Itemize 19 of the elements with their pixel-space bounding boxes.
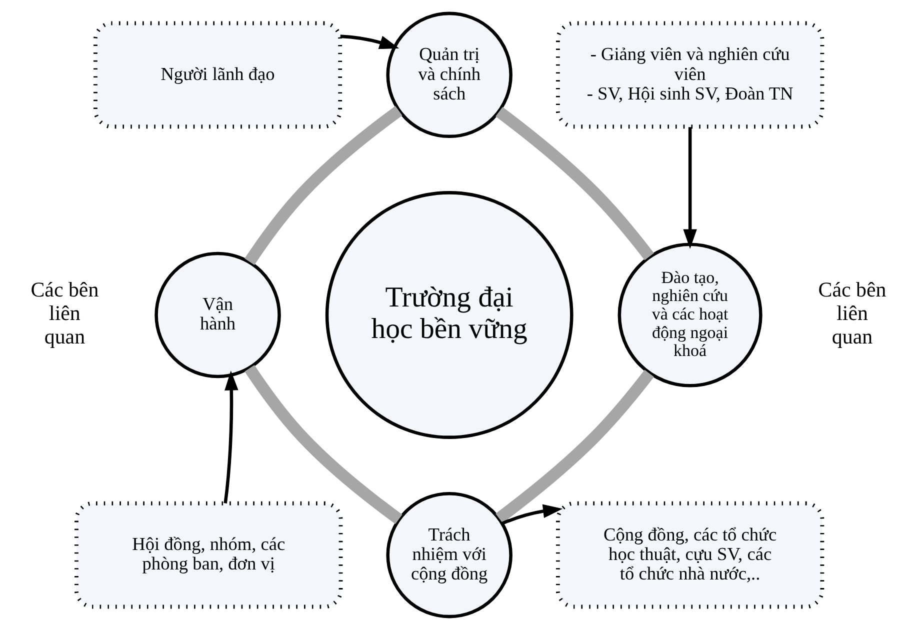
arrow	[502, 504, 563, 525]
node-box: Người lãnh đạo	[94, 21, 342, 129]
label: Các bên liên quan	[30, 277, 99, 349]
node-circle: Vận hành	[154, 252, 281, 378]
arrow	[683, 127, 697, 249]
arrow	[224, 370, 238, 504]
connector	[496, 370, 654, 524]
node-circle: Trách nhiệm với cộng đồng	[386, 492, 512, 618]
connector	[244, 364, 402, 524]
node-box: - Giảng viên và nghiên cứu viên - SV, Hội sinh SV, Đoàn TN	[556, 21, 824, 129]
connector	[244, 106, 402, 266]
node-circle: Đào tạo, nghiên cứu và các hoạt động ngoại khoá	[618, 242, 762, 388]
arrow	[340, 34, 400, 50]
node-circle: Quản trị và chính sách	[386, 12, 512, 138]
label: Các bên liên quan	[818, 277, 886, 349]
node-box: Hội đồng, nhóm, các phòng ban, đơn vị	[74, 501, 343, 609]
node-box: Cộng đồng, các tổ chức học thuật, cựu SV, các tổ chức nhà nước,..	[556, 501, 824, 609]
node-circle: Trường đại học bền vững	[325, 191, 574, 439]
connector	[496, 106, 654, 260]
